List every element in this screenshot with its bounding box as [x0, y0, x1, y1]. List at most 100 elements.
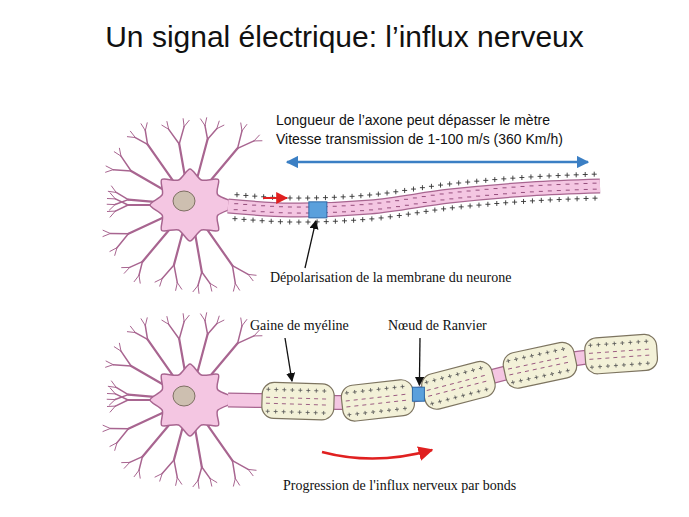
minus-sign — [467, 196, 471, 197]
plus-sign — [367, 192, 372, 197]
minus-sign — [475, 383, 479, 384]
minus-sign — [378, 402, 382, 403]
minus-sign — [485, 189, 489, 190]
dendrite-branch — [128, 413, 162, 429]
plus-sign — [565, 173, 570, 178]
dendrite-branch — [176, 478, 178, 486]
plus-sign — [503, 200, 508, 205]
minus-sign — [434, 387, 438, 388]
minus-sign — [274, 403, 278, 404]
minus-sign — [288, 206, 292, 207]
plus-sign — [547, 173, 552, 178]
dendrite-branch — [139, 470, 140, 478]
minus-sign — [314, 398, 318, 399]
dendrite-branch — [110, 193, 115, 199]
minus-sign — [290, 397, 294, 398]
plus-sign — [574, 172, 579, 177]
dendrite-branch — [103, 428, 110, 431]
plus-sign — [441, 206, 446, 211]
minus-sign — [243, 204, 247, 205]
plus-sign — [305, 196, 310, 201]
plus-sign — [290, 388, 294, 392]
plus-sign — [266, 387, 270, 391]
dendrite-branch — [122, 462, 130, 463]
minus-sign — [548, 365, 552, 367]
minus-sign — [584, 183, 588, 184]
plus-sign — [593, 196, 598, 201]
plus-sign — [379, 409, 383, 413]
plus-sign — [604, 342, 608, 346]
minus-sign — [370, 403, 374, 404]
plus-sign — [561, 347, 566, 352]
minus-sign — [503, 193, 507, 194]
plus-sign — [537, 352, 542, 357]
plus-sign — [478, 366, 483, 371]
minus-sign — [362, 404, 366, 405]
minus-sign — [451, 389, 455, 390]
dendrite-branch — [106, 365, 114, 368]
minus-sign — [575, 189, 579, 190]
minus-sign — [405, 205, 409, 206]
minus-sign — [645, 349, 649, 350]
dendrite-branch — [135, 333, 147, 340]
dendrite-branch — [242, 124, 247, 130]
dendrite-branch — [232, 266, 248, 275]
minus-sign — [458, 191, 462, 192]
dendrite-branch — [121, 156, 131, 171]
minus-sign — [282, 403, 286, 404]
plus-sign — [526, 377, 531, 382]
plus-sign — [266, 409, 270, 413]
dendrite-branch — [117, 429, 128, 443]
plus-sign — [506, 358, 511, 363]
minus-sign — [564, 362, 568, 364]
minus-sign — [449, 198, 453, 199]
dendrite-branch — [254, 140, 262, 141]
plus-sign — [385, 191, 390, 196]
plus-sign — [518, 378, 523, 383]
dendrite-branch — [205, 313, 207, 321]
dendrite-branch — [148, 144, 173, 180]
plus-sign — [392, 385, 396, 389]
minus-sign — [629, 350, 633, 351]
plus-sign — [584, 196, 589, 201]
plus-sign — [583, 172, 588, 177]
minus-sign — [473, 377, 477, 378]
dendrite-branch — [177, 478, 181, 485]
dendrite-branch — [238, 336, 254, 343]
dendrite-branch — [198, 139, 208, 176]
plus-sign — [432, 378, 437, 383]
dendrite-branch — [124, 462, 129, 468]
plus-sign — [606, 364, 610, 368]
minus-sign — [533, 369, 537, 371]
minus-sign — [467, 191, 471, 192]
plus-sign — [450, 205, 455, 210]
minus-sign — [297, 207, 301, 208]
minus-sign — [613, 351, 617, 352]
plus-sign — [453, 395, 458, 400]
dendrite-branch — [148, 339, 173, 375]
minus-sign — [288, 212, 292, 213]
dendrite-branch — [107, 399, 115, 400]
dendrite-branch — [106, 170, 114, 173]
minus-sign — [394, 401, 398, 402]
plus-sign — [501, 176, 506, 181]
dendrite-branch — [124, 267, 129, 273]
plus-sign — [379, 215, 384, 220]
dendrite-branch — [205, 118, 207, 126]
minus-sign — [354, 399, 358, 400]
plus-sign — [305, 220, 310, 225]
dendrite-branch — [115, 394, 128, 400]
dendrite-branch — [176, 283, 178, 291]
axon — [228, 172, 600, 225]
plus-sign — [345, 391, 349, 395]
dendrite-branch — [167, 122, 169, 130]
leader-line — [419, 338, 421, 385]
minus-sign — [548, 190, 552, 191]
minus-sign — [414, 203, 418, 204]
plus-sign — [440, 376, 445, 381]
plus-sign — [471, 368, 476, 373]
minus-sign — [556, 364, 560, 366]
plus-sign — [274, 409, 278, 413]
dendrite-branch — [248, 274, 253, 280]
